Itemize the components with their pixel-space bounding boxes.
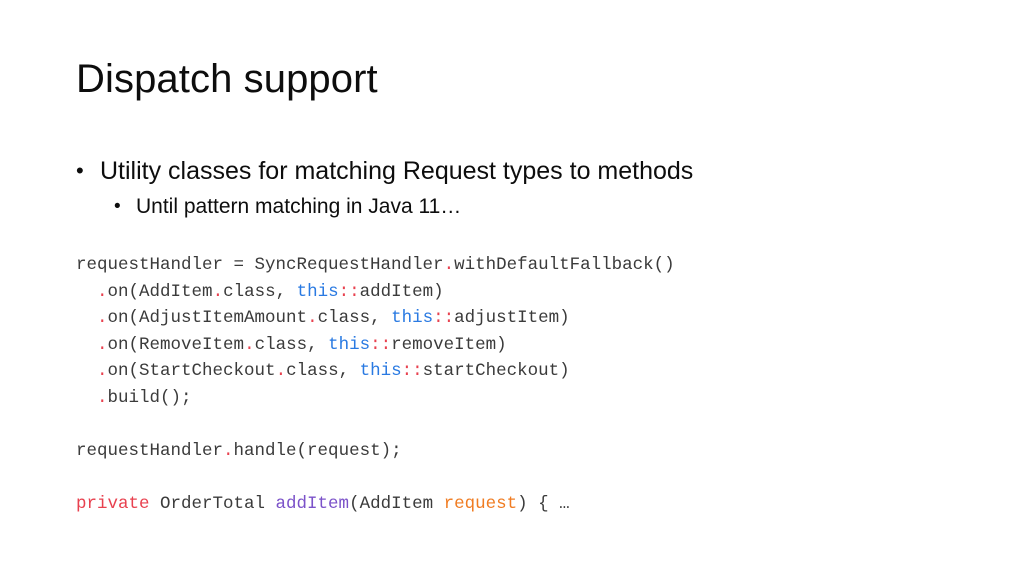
code-token-punct: .	[443, 255, 455, 275]
code-token-punct: .	[97, 361, 108, 382]
code-line: .on(StartCheckout.class, this::startChec…	[76, 358, 675, 385]
code-token-punct: .	[97, 334, 108, 355]
code-token-kw: this	[328, 334, 371, 355]
page-title: Dispatch support	[76, 57, 378, 101]
code-token-plain: on(AddItem	[107, 281, 213, 302]
code-line: requestHandler = SyncRequestHandler.with…	[76, 252, 675, 279]
code-line: requestHandler.handle(request);	[76, 438, 675, 465]
list-item: • Utility classes for matching Request ty…	[76, 154, 956, 188]
code-token-plain	[76, 308, 97, 328]
bullet-list: • Utility classes for matching Request ty…	[76, 154, 956, 222]
code-token-punct: .	[223, 441, 234, 462]
code-token-punct: .	[97, 308, 108, 329]
code-token-plain	[76, 388, 97, 408]
code-token-plain: on(StartCheckout	[107, 361, 276, 382]
code-block: requestHandler = SyncRequestHandler.with…	[76, 252, 675, 518]
bullet-dot-icon: •	[114, 196, 121, 217]
code-token-plain: startCheckout)	[422, 361, 570, 382]
code-token-plain: adjustItem)	[454, 308, 570, 329]
code-token-plain: ) { …	[517, 494, 570, 515]
list-item-label: Utility classes for matching Request typ…	[100, 157, 694, 185]
code-token-punct: .	[275, 361, 287, 382]
code-token-plain: withDefaultFallback()	[454, 255, 675, 275]
code-token-plain	[76, 282, 97, 302]
code-line: .on(AddItem.class, this::addItem)	[76, 279, 675, 306]
code-token-plain: class,	[317, 308, 392, 329]
code-token-method: addItem	[275, 494, 350, 515]
code-token-punct: .	[212, 281, 224, 302]
code-token-plain: requestHandler = SyncRequestHandler	[76, 255, 444, 275]
code-token-plain: (AddItem	[349, 494, 444, 515]
code-token-plain: requestHandler	[76, 441, 224, 462]
code-line: private OrderTotal addItem(AddItem reque…	[76, 491, 675, 518]
list-item-label: Until pattern matching in Java 11…	[136, 195, 462, 218]
code-token-punct: ::	[370, 334, 392, 355]
code-token-plain: on(AdjustItemAmount	[107, 308, 308, 329]
code-token-plain: class,	[286, 361, 360, 382]
code-token-kw: this	[391, 308, 434, 329]
code-token-param: request	[443, 494, 518, 515]
code-token-punct: ::	[401, 361, 423, 382]
code-token-plain: addItem)	[359, 281, 444, 302]
code-token-plain: on(RemoveItem	[107, 334, 245, 355]
code-token-punct: .	[307, 308, 318, 329]
code-token-punct: .	[97, 281, 108, 302]
code-token-plain: removeItem)	[391, 334, 507, 355]
code-token-kw: this	[359, 361, 402, 382]
code-line: .on(AdjustItemAmount.class, this::adjust…	[76, 305, 675, 332]
code-line: .on(RemoveItem.class, this::removeItem)	[76, 332, 675, 359]
code-line-blank	[76, 412, 675, 439]
code-token-plain: build();	[107, 387, 192, 408]
list-item: • Until pattern matching in Java 11…	[114, 192, 956, 222]
code-token-punct: .	[244, 334, 255, 355]
code-line: .build();	[76, 385, 675, 412]
code-token-punct: ::	[338, 281, 360, 302]
code-token-plain: handle(request);	[233, 441, 402, 462]
code-token-plain: OrderTotal	[149, 494, 276, 515]
bullet-dot-icon: •	[76, 158, 84, 183]
code-line-blank	[76, 465, 675, 492]
code-token-kw: this	[296, 281, 339, 302]
code-token-punct: .	[97, 387, 108, 408]
code-token-plain	[76, 361, 97, 381]
code-token-plain: class,	[254, 334, 329, 355]
code-token-mod: private	[76, 494, 150, 515]
code-token-punct: ::	[433, 308, 455, 329]
code-token-plain: class,	[223, 281, 297, 302]
code-token-plain	[76, 335, 97, 355]
